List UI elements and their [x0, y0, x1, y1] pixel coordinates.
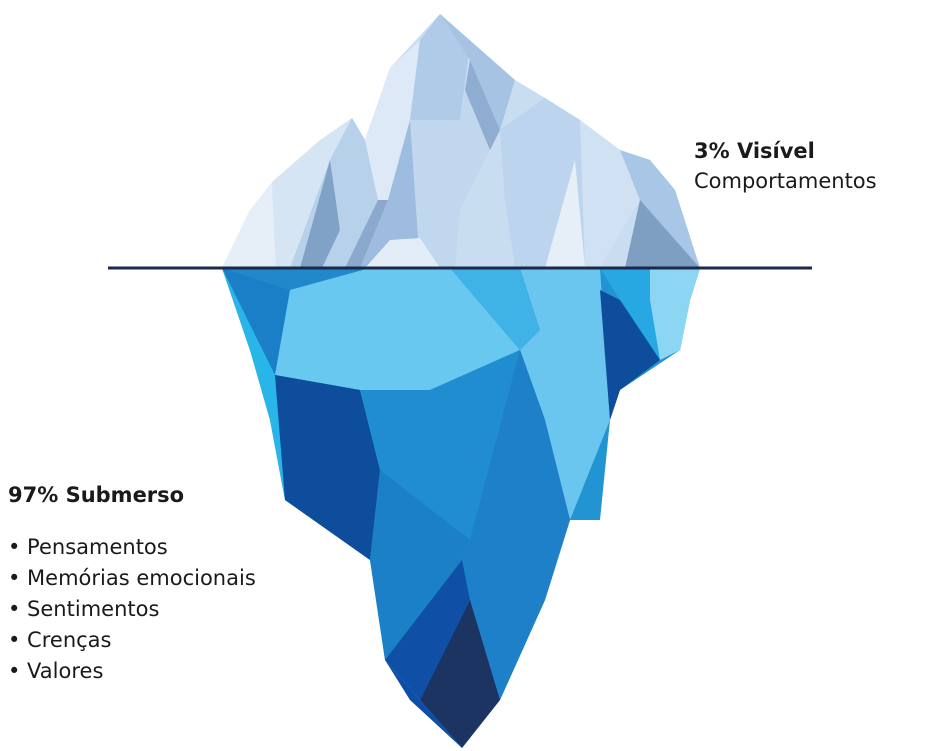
list-item: • Sentimentos [8, 597, 160, 621]
list-item: • Valores [8, 659, 104, 683]
submerged-label: 97% Submerso • Pensamentos • Memórias em… [8, 480, 256, 687]
iceberg-tip [222, 14, 700, 268]
iceberg-submerged [222, 268, 700, 748]
list-item: • Memórias emocionais [8, 566, 256, 590]
list-item: • Pensamentos [8, 535, 168, 559]
visible-label: 3% Visível Comportamentos [694, 136, 877, 196]
submerged-heading: 97% Submerso [8, 483, 185, 507]
visible-description: Comportamentos [694, 169, 877, 193]
submerged-list: • Pensamentos • Memórias emocionais • Se… [8, 532, 256, 687]
visible-heading: 3% Visível [694, 139, 815, 163]
list-item: • Crenças [8, 628, 112, 652]
